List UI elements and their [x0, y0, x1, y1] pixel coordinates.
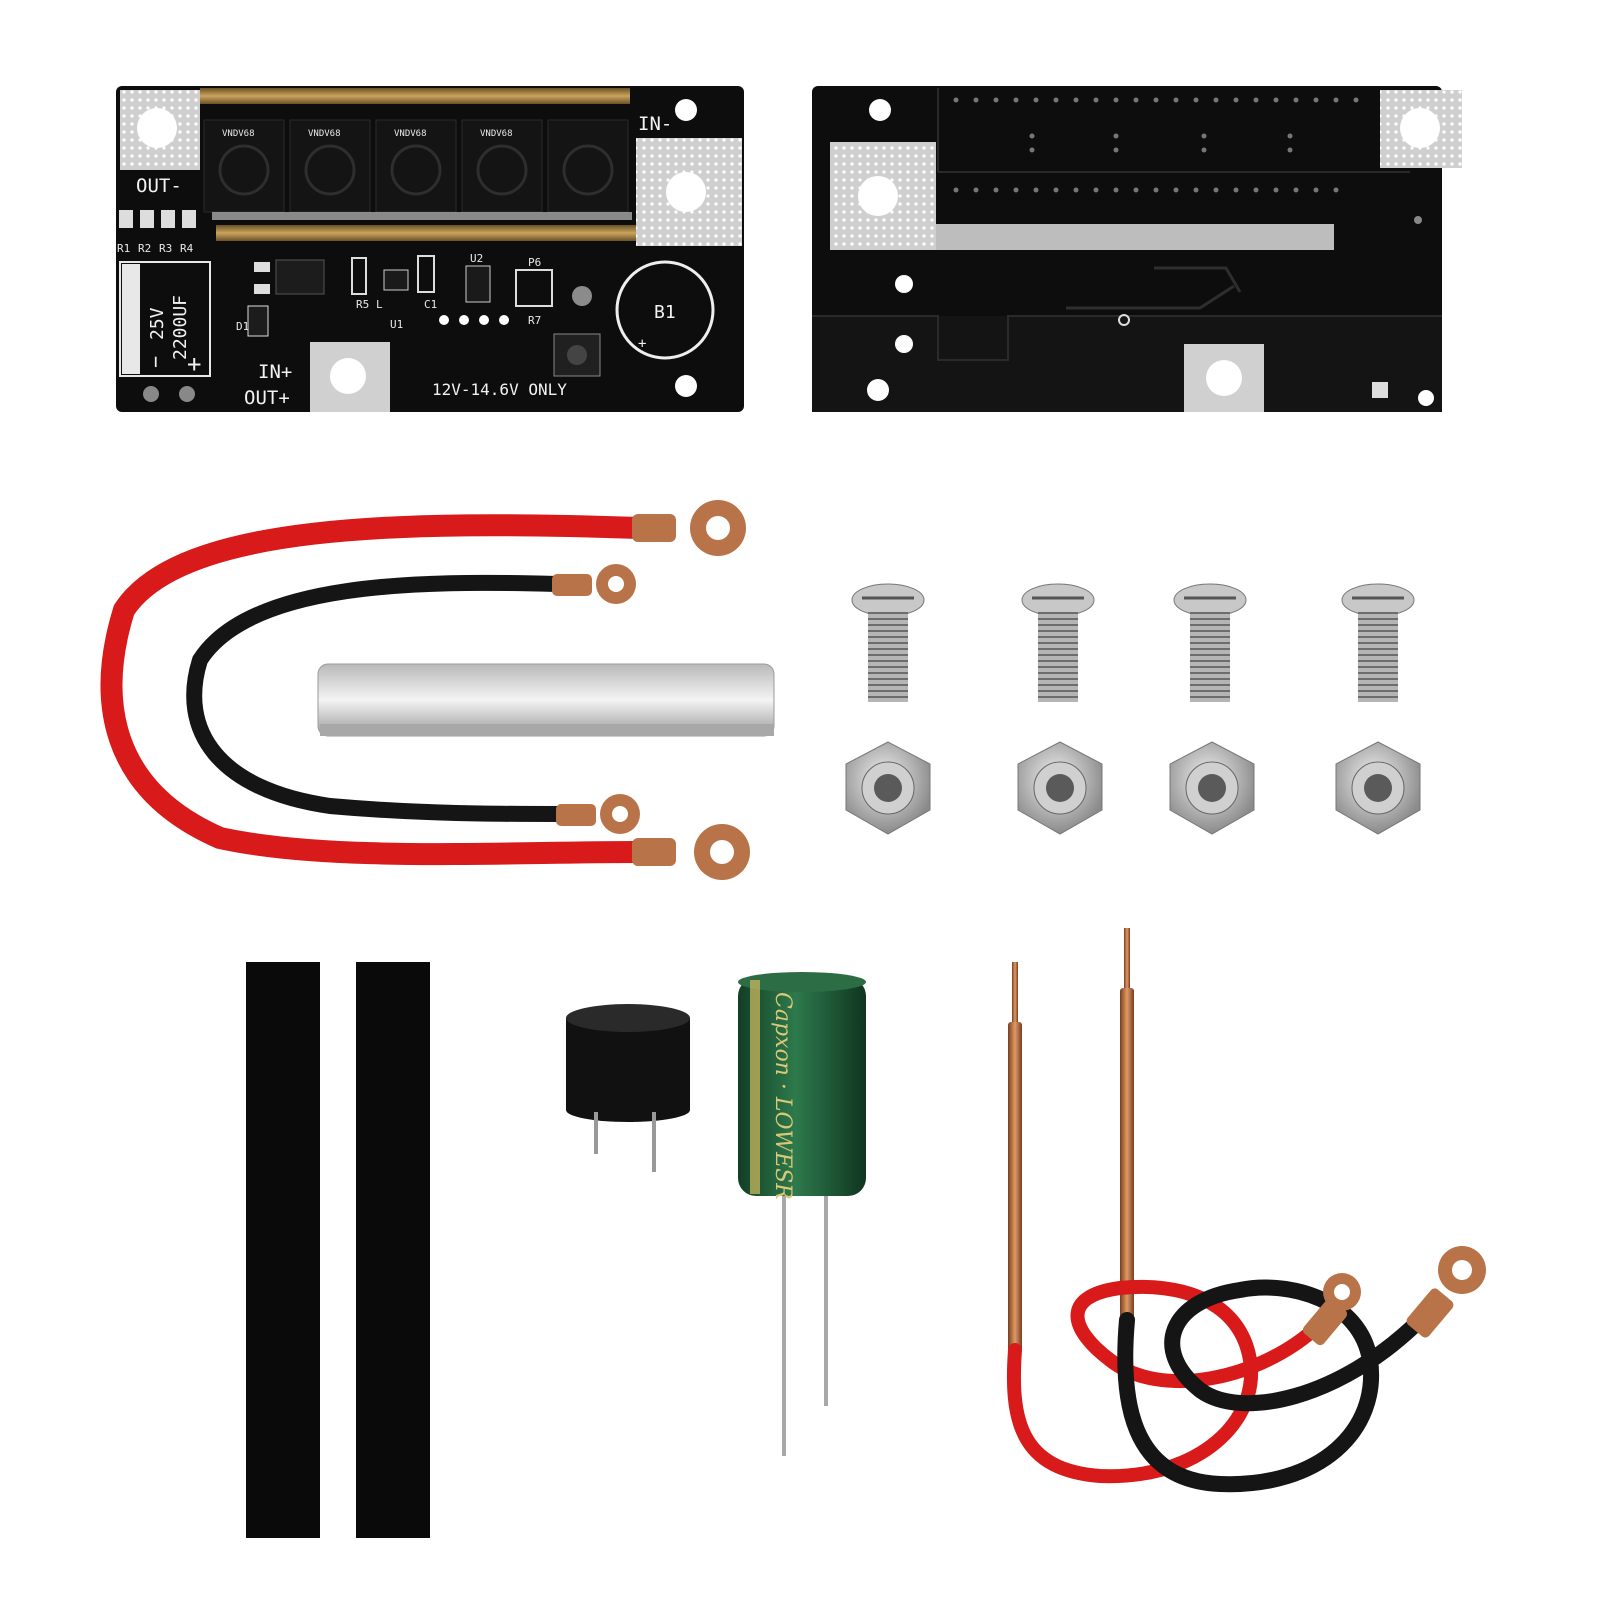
nickel-strip [317, 663, 775, 737]
red-wire [100, 514, 651, 866]
screw-set [845, 583, 1421, 835]
screw [1173, 583, 1247, 702]
wire-set-long [100, 500, 750, 880]
resistor-label-r2: R2 [138, 242, 151, 255]
nut [1169, 741, 1255, 835]
mosfet-marking: VNDV68 [308, 129, 341, 139]
copper-probe [1012, 962, 1018, 1022]
part-d1: D1 [236, 320, 249, 333]
capacitor-marking: Capxon · LOWESR [770, 992, 795, 1200]
label-out-plus: OUT+ [244, 387, 290, 409]
electrolytic-capacitor: Capxon · LOWESR [738, 972, 866, 1456]
part-c1: C1 [424, 298, 437, 311]
cap-value: 2200UF [170, 295, 191, 360]
resistor-label-r1: R1 [117, 242, 130, 255]
back-pcb [812, 86, 1462, 412]
label-out-minus: OUT- [136, 175, 182, 197]
resistor-row: R1 R2 R3 R4 [117, 210, 196, 255]
screw [1341, 583, 1415, 702]
mosfet-marking: VNDV68 [480, 129, 513, 139]
black-wire [186, 574, 568, 822]
buzzer-outline [615, 260, 715, 360]
black-wire [1117, 1279, 1430, 1493]
mosfet-marking: VNDV68 [222, 129, 255, 139]
red-wire [1006, 1279, 1325, 1484]
screw [851, 583, 925, 702]
front-pcb: VNDV68 VNDV68 VNDV68 VNDV68 R1 R2 R3 R4 … [116, 86, 744, 412]
part-l: L [376, 298, 383, 311]
resistor-label-r3: R3 [159, 242, 172, 255]
mosfet-row: VNDV68 VNDV68 VNDV68 VNDV68 [203, 119, 632, 220]
part-r5: R5 [356, 298, 369, 311]
part-p6: P6 [528, 256, 541, 269]
part-u1: U1 [390, 318, 403, 331]
cap-plus: + [187, 350, 201, 378]
label-in-minus: IN- [638, 113, 672, 135]
cap-minus: − [143, 356, 167, 368]
mosfet-marking: VNDV68 [394, 129, 427, 139]
capacitor-outline [119, 261, 211, 377]
resistor-label-r4: R4 [180, 242, 194, 255]
buzzer-label: B1 [654, 302, 676, 323]
voltage-note: 12V-14.6V ONLY [432, 380, 567, 399]
copper-probe [1124, 928, 1130, 988]
nut [845, 741, 931, 835]
buzzer-plus: + [638, 336, 646, 352]
insulation-tape-strip [356, 962, 430, 1538]
back-via-row [953, 97, 1359, 193]
part-u2: U2 [470, 252, 483, 265]
nut [1335, 741, 1421, 835]
insulation-tape-strip [246, 962, 320, 1538]
buzzer [566, 1004, 690, 1172]
nut [1017, 741, 1103, 835]
screw [1021, 583, 1095, 702]
part-r7: R7 [528, 314, 541, 327]
label-in-plus: IN+ [258, 361, 292, 383]
welding-probes [1006, 928, 1486, 1493]
cap-voltage: 25V [147, 307, 168, 340]
